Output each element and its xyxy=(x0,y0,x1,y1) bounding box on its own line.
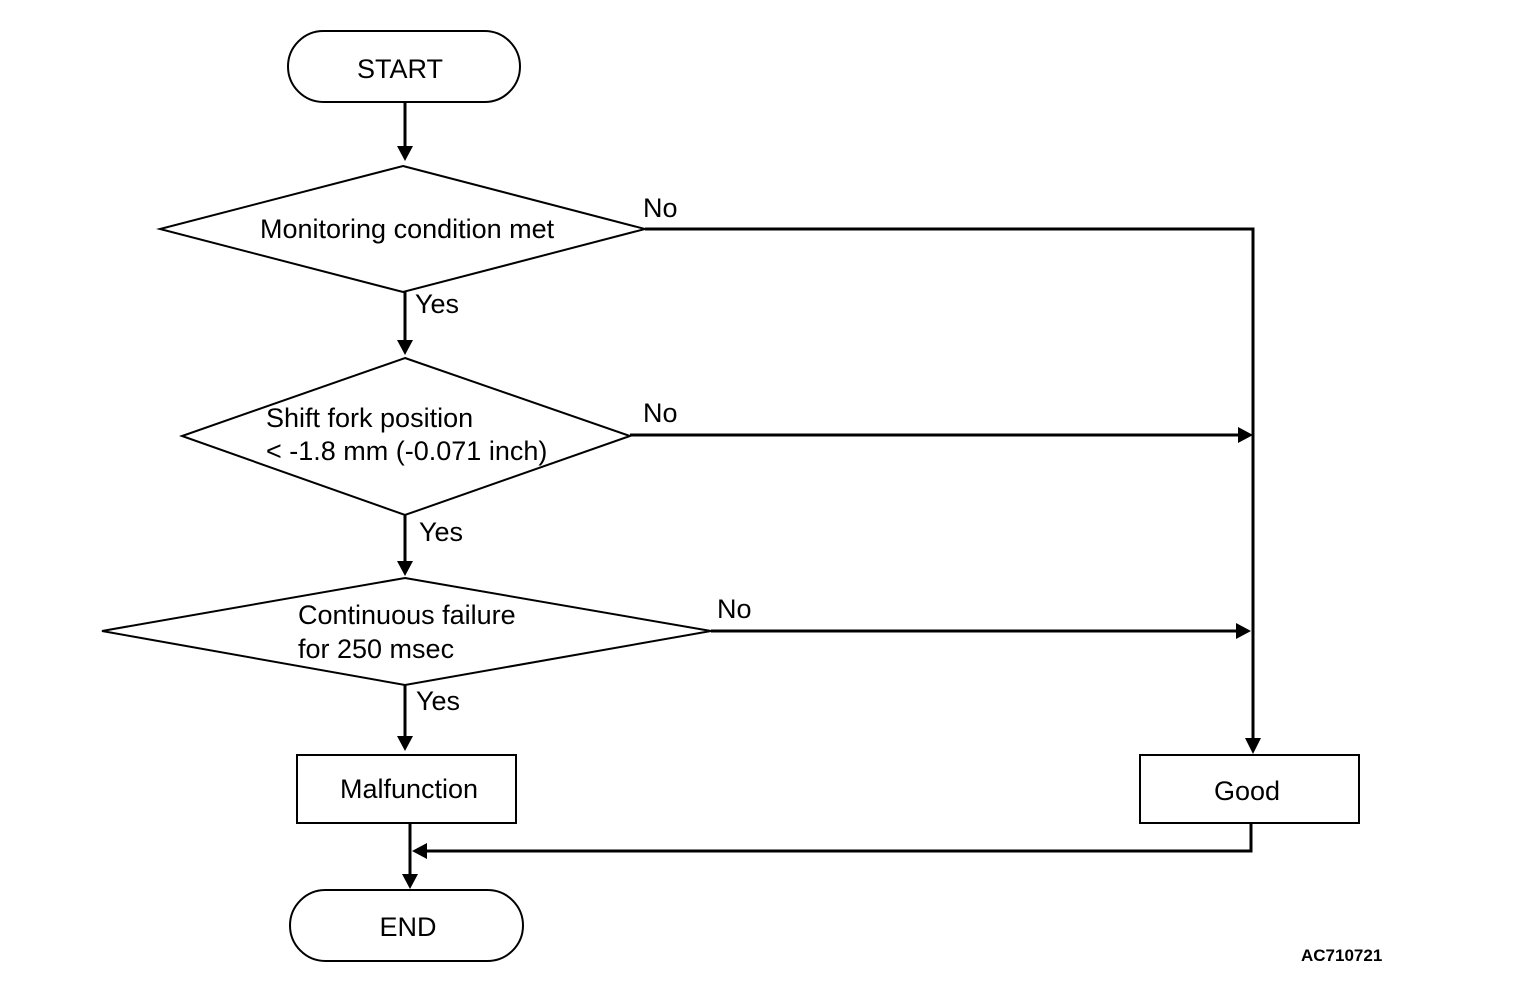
end-terminator: END xyxy=(289,889,524,962)
figure-code: AC710721 xyxy=(1301,946,1382,965)
decision-shift-fork-position: Shift fork position < -1.8 mm (-0.071 in… xyxy=(178,356,634,517)
decision-monitoring-condition: Monitoring condition met xyxy=(156,164,649,294)
decision-1-yes-label: Yes xyxy=(415,289,459,319)
start-label: START xyxy=(357,54,443,84)
arrowhead xyxy=(1236,623,1251,639)
arrowhead xyxy=(397,146,413,161)
connector-decision-2-yes: Yes xyxy=(397,515,463,576)
arrowhead xyxy=(412,843,427,859)
start-terminator: START xyxy=(287,30,521,103)
malfunction-box-shape xyxy=(296,754,517,824)
connector-decision-1-no: No xyxy=(643,193,1261,754)
good-label: Good xyxy=(1214,776,1280,806)
good-box: Good xyxy=(1139,754,1360,824)
arrowhead xyxy=(1238,427,1253,443)
decision-1-diamond xyxy=(156,164,649,294)
connector-decision-3-no: No xyxy=(711,594,1251,639)
connector-decision-3-yes: Yes xyxy=(397,685,460,751)
decision-1-no-label: No xyxy=(643,193,678,223)
connector-start-to-decision-1 xyxy=(397,102,413,161)
connector-decision-2-no: No xyxy=(630,398,1253,443)
connector-good-to-end xyxy=(412,823,1253,859)
decision-continuous-failure: Continuous failure for 250 msec xyxy=(101,576,712,687)
arrowhead xyxy=(397,736,413,751)
decision-2-yes-label: Yes xyxy=(419,517,463,547)
arrowhead xyxy=(402,874,418,889)
arrowhead xyxy=(397,340,413,355)
decision-2-text-line-1: Shift fork position xyxy=(266,403,473,433)
arrowhead xyxy=(1245,738,1261,754)
decision-3-text-line-1: Continuous failure xyxy=(298,600,516,630)
decision-3-diamond xyxy=(101,576,712,687)
decision-3-no-label: No xyxy=(717,594,752,624)
arrowhead xyxy=(397,561,413,576)
connector-decision-1-yes: Yes xyxy=(397,289,459,355)
decision-3-yes-label: Yes xyxy=(416,686,460,716)
malfunction-box: Malfunction xyxy=(296,754,517,824)
decision-2-text-line-2: < -1.8 mm (-0.071 inch) xyxy=(266,436,547,466)
end-label: END xyxy=(379,912,436,942)
decision-3-text-line-2: for 250 msec xyxy=(298,634,454,664)
decision-1-text-line-1: Monitoring condition met xyxy=(260,214,555,244)
connector-malfunction-to-end xyxy=(402,823,418,889)
malfunction-label: Malfunction xyxy=(340,774,478,804)
end-terminator-shape xyxy=(289,889,524,962)
decision-2-no-label: No xyxy=(643,398,678,428)
